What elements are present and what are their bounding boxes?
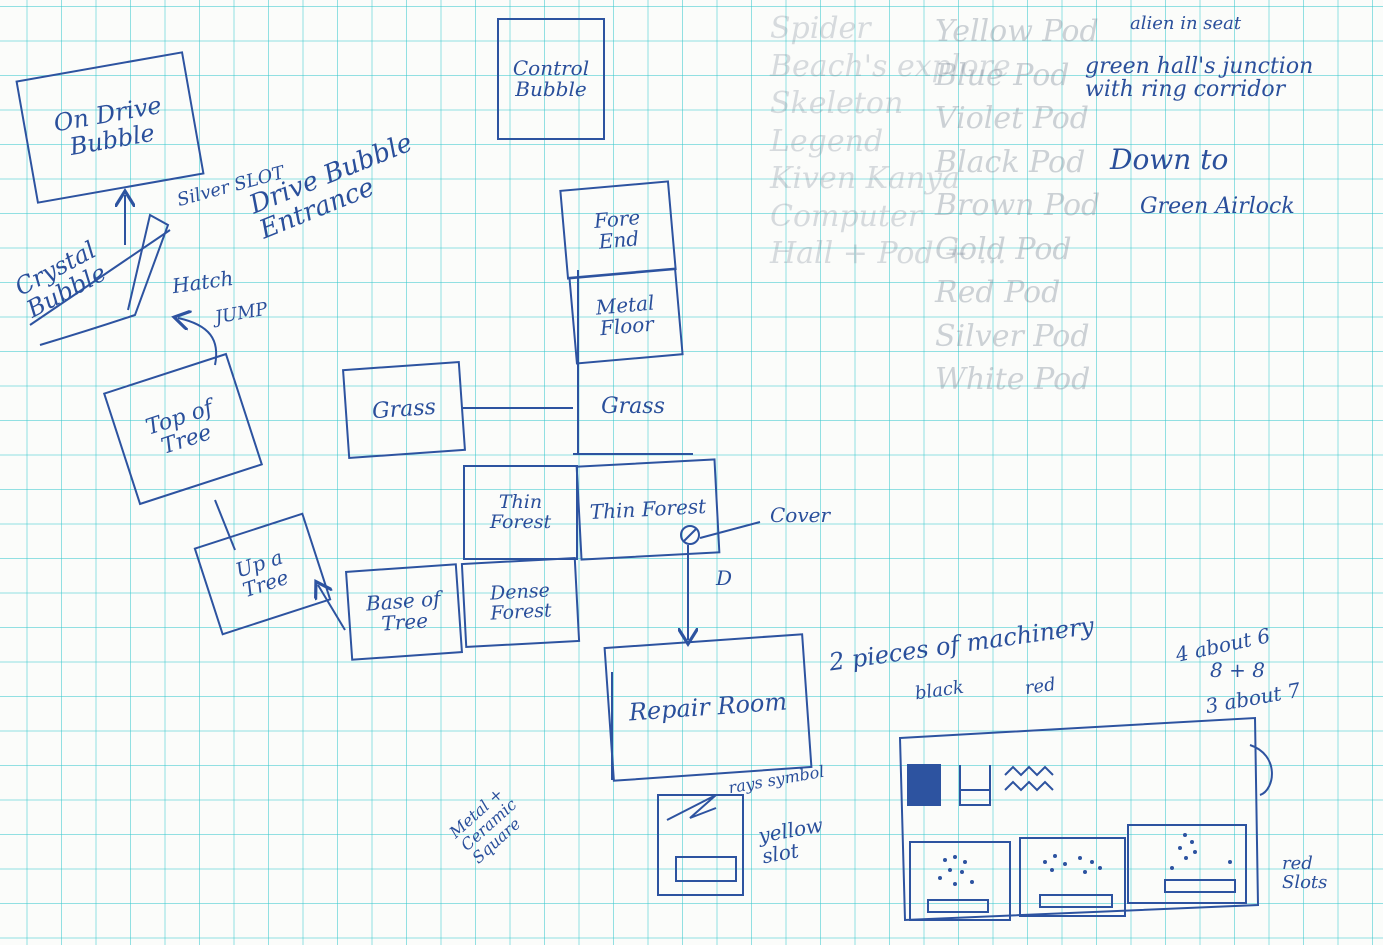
room-grass-right-label: Grass — [601, 393, 665, 419]
red-slot-box-3 — [1127, 824, 1247, 904]
label-green-hall-junction: green hall's junction with ring corridor — [1085, 54, 1314, 103]
label-green-airlock: Green Airlock — [1140, 194, 1295, 219]
room-fore-end-label: Fore End — [592, 205, 642, 254]
red-slot-box-2 — [1019, 837, 1126, 917]
room-base-of-tree-label: Base of Tree — [365, 586, 442, 636]
room-repair-room-label: Repair Room — [627, 687, 788, 727]
room-up-a-tree-label: Up a Tree — [232, 544, 292, 603]
room-fore-end: Fore End — [559, 180, 677, 280]
room-thin-forest-left-label: Thin Forest — [489, 490, 552, 533]
room-thin-forest-right: Thin Forest — [575, 458, 721, 561]
black-square — [907, 764, 941, 806]
room-on-drive-bubble-label: On Drive Bubble — [51, 91, 164, 161]
ghost-text-column-two: Yellow Pod Blue Pod Violet Pod Black Pod… — [935, 14, 1101, 397]
room-metal-floor: Metal Floor — [568, 267, 684, 365]
room-repair-room: Repair Room — [603, 633, 813, 782]
connector-top-to-up-tree — [214, 499, 236, 551]
label-red-slots: red Slots — [1282, 853, 1328, 893]
label-down-to: Down to — [1110, 143, 1229, 176]
room-control-bubble: Control Bubble — [497, 18, 605, 140]
rays-symbol — [666, 794, 717, 821]
crystal-bubble-strike — [29, 229, 171, 326]
ghost-text-column-one: Spider Beach's explore Skeleton Legend K… — [770, 11, 1011, 271]
room-control-bubble-label: Control Bubble — [512, 56, 590, 101]
room-base-of-tree: Base of Tree — [344, 563, 464, 661]
label-cover: Cover — [770, 503, 831, 527]
red-u-symbol — [959, 765, 991, 806]
room-top-of-tree-label: Top of Tree — [142, 395, 216, 460]
hatch-wedge — [39, 213, 170, 346]
room-thin-forest-right-label: Thin Forest — [589, 493, 707, 525]
red-slot-box-1 — [909, 841, 1011, 921]
room-grass-left-label: Grass — [371, 395, 437, 425]
room-dense-forest-label: Dense Forest — [489, 579, 553, 625]
label-eight-plus-eight: 8 + 8 — [1210, 658, 1265, 682]
label-down: D — [716, 566, 733, 590]
cover-leader — [699, 521, 761, 539]
yellow-slot-device — [657, 794, 744, 896]
connector-base-to-up-tree — [318, 585, 346, 631]
wave-symbol — [1004, 765, 1054, 792]
room-grass-left: Grass — [342, 360, 466, 460]
room-metal-floor-label: Metal Floor — [594, 290, 656, 341]
machinery-panel — [898, 716, 1260, 922]
yellow-slot — [675, 856, 737, 882]
room-dense-forest: Dense Forest — [460, 557, 581, 648]
room-grass-right: Grass — [573, 360, 693, 455]
label-alien-in-seat: alien in seat — [1130, 13, 1242, 34]
jump-arrow — [178, 318, 218, 366]
room-thin-forest-left: Thin Forest — [463, 465, 578, 560]
cover-symbol — [680, 525, 700, 545]
